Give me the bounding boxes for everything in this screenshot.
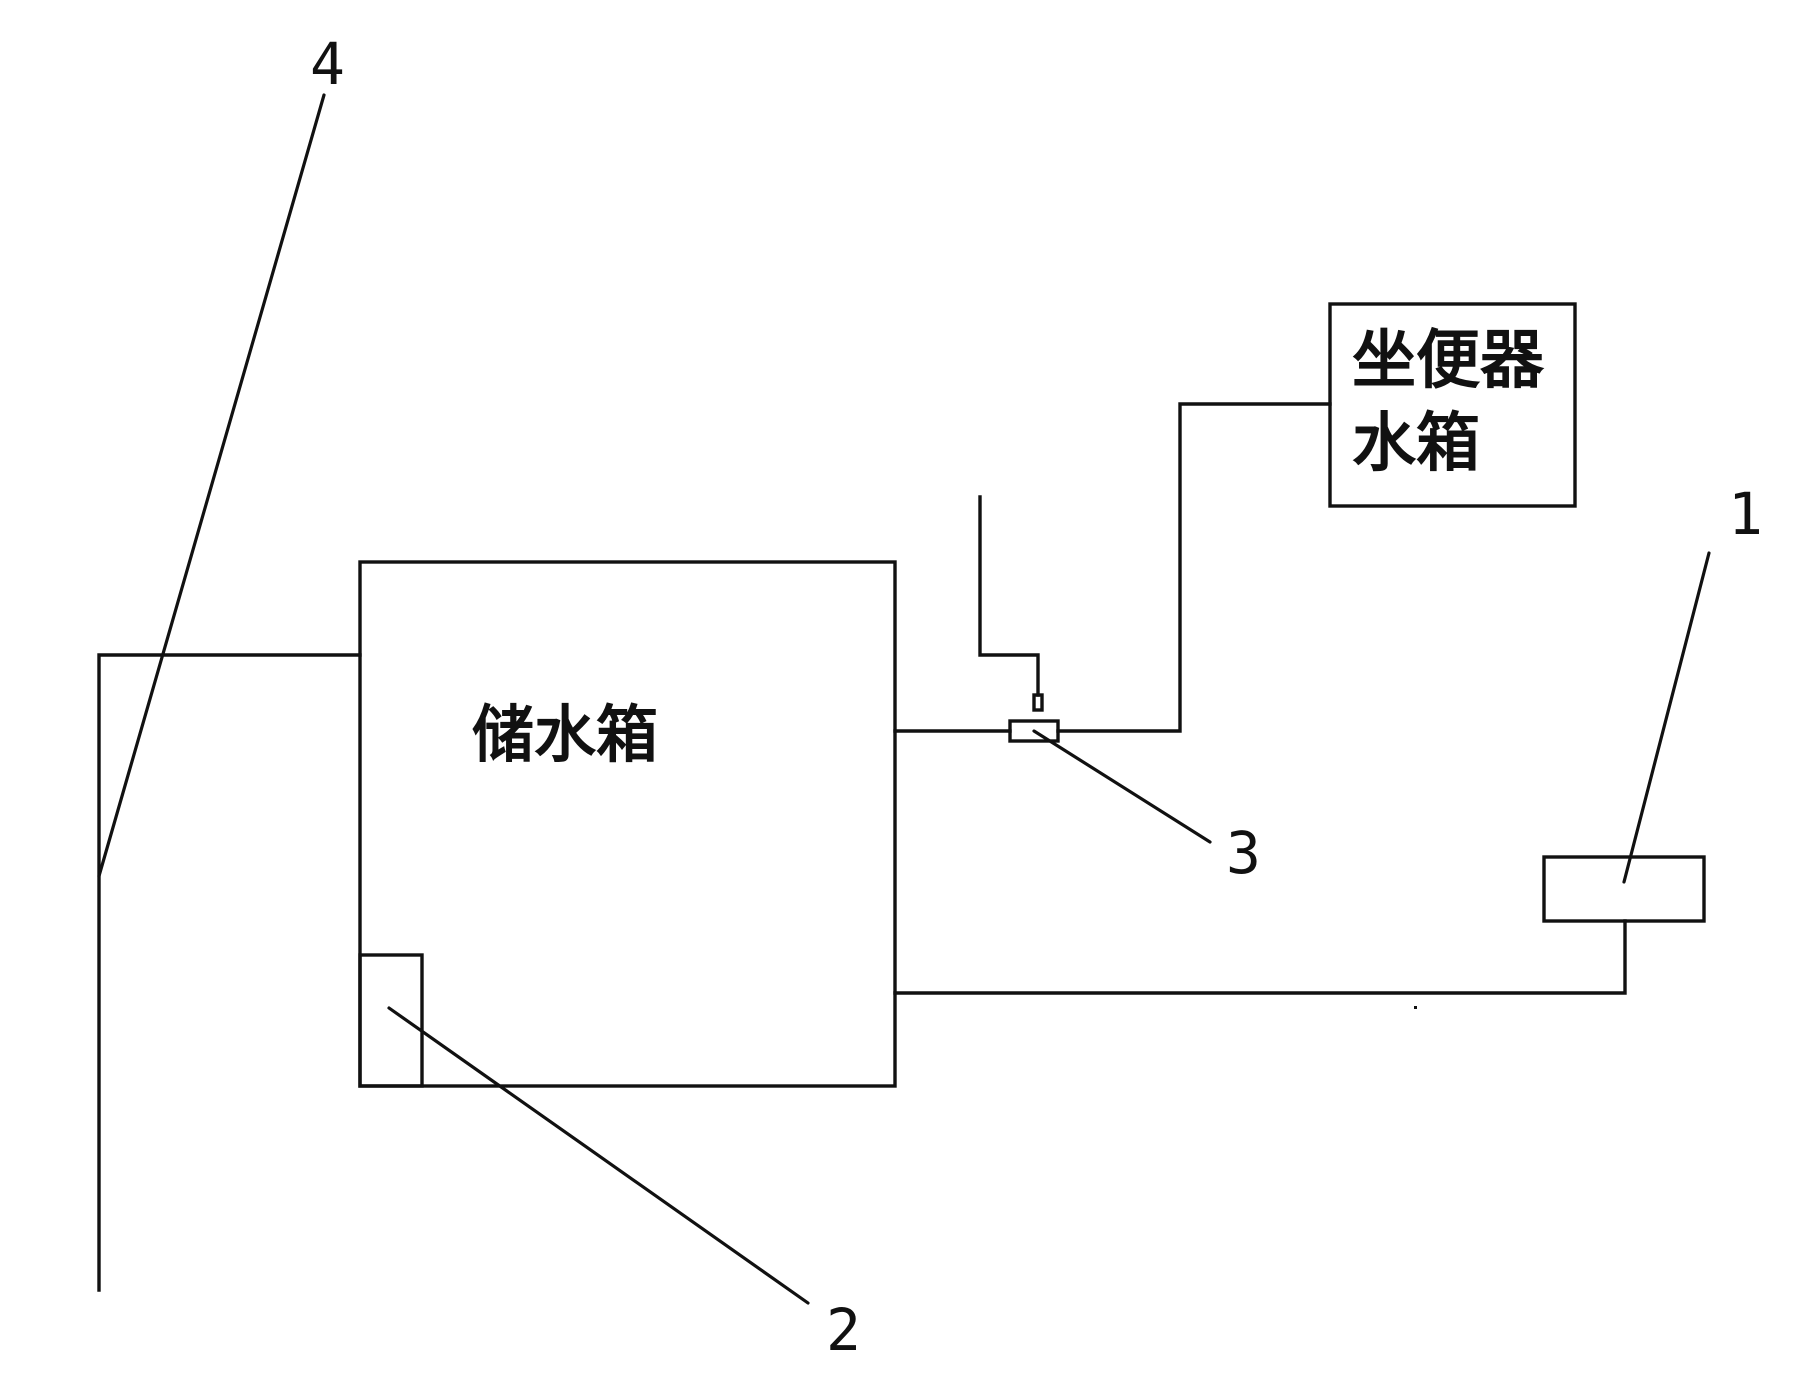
storage-tank — [358, 560, 897, 1088]
callout-1: 1 — [1728, 480, 1763, 548]
supply-pipe — [978, 495, 1040, 697]
return-pipe — [893, 919, 1627, 995]
toilet-tank-box — [1328, 302, 1577, 508]
storage-tank-label: 储水箱 — [472, 698, 658, 771]
callout-2: 2 — [826, 1296, 861, 1364]
callout-4: 4 — [310, 30, 345, 98]
leader-line-1 — [1622, 551, 1711, 884]
valve — [1008, 719, 1060, 743]
toilet-tank-label-line1: 坐便器 — [1352, 324, 1545, 398]
device-box — [1542, 855, 1706, 923]
toilet-feed-pipe — [1056, 402, 1332, 733]
inner-component — [358, 953, 424, 1088]
left-pipe — [97, 653, 362, 1292]
leader-line-3 — [1032, 729, 1212, 844]
leader-line-2 — [387, 1006, 810, 1305]
callout-3: 3 — [1226, 819, 1261, 887]
scan-speck — [1414, 1006, 1417, 1009]
leader-line-4 — [97, 93, 326, 878]
toilet-tank-label-line2: 水箱 — [1352, 407, 1480, 481]
valve-stem — [1032, 693, 1044, 712]
